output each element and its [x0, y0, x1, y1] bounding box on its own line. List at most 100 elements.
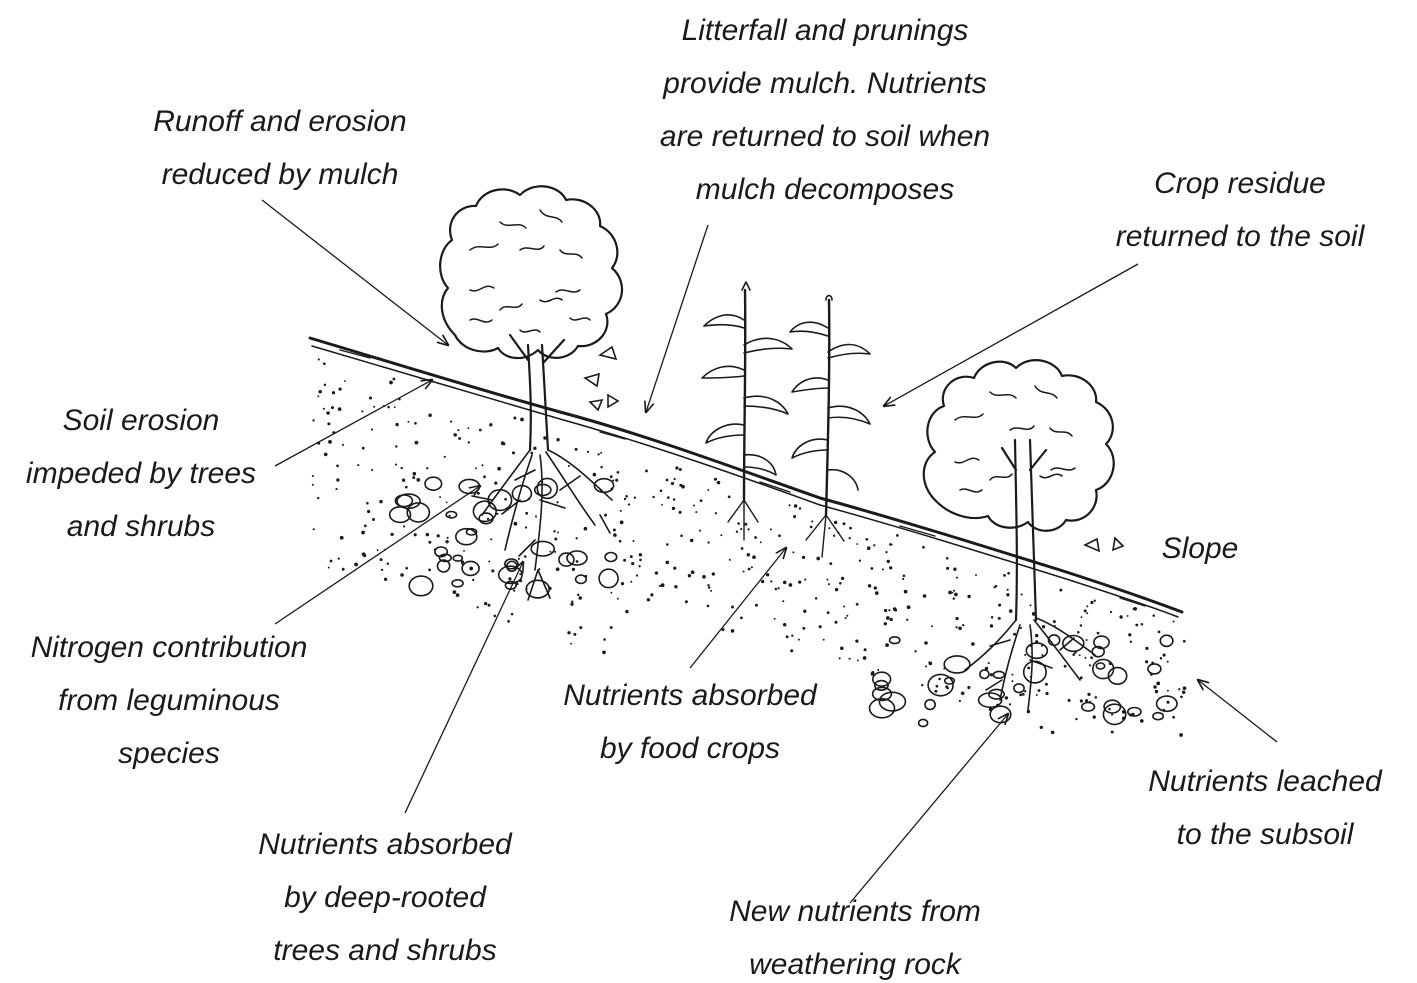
soil-dot: [519, 573, 521, 575]
soil-dot: [584, 527, 588, 531]
arrow-leached: [1198, 680, 1277, 742]
soil-dot: [403, 525, 405, 527]
label-weathering-line: New nutrients from: [690, 885, 1020, 938]
soil-dot: [628, 503, 630, 505]
soil-dot: [1081, 616, 1083, 618]
soil-dot: [849, 527, 852, 530]
soil-dot: [387, 562, 389, 564]
soil-dot: [1007, 589, 1009, 591]
soil-dot: [639, 559, 642, 562]
soil-dot: [479, 429, 482, 432]
soil-dot: [647, 598, 650, 601]
soil-dot: [557, 531, 559, 533]
soil-dot: [1042, 625, 1045, 628]
soil-dot: [630, 581, 632, 583]
rock: [879, 692, 905, 711]
soil-dot: [445, 540, 448, 543]
soil-dot: [456, 593, 460, 597]
soil-dot: [882, 568, 884, 570]
soil-dot: [1086, 639, 1088, 641]
soil-dot: [556, 438, 559, 441]
soil-dot: [666, 543, 669, 546]
soil-dot: [956, 577, 958, 579]
soil-dot: [885, 643, 889, 647]
label-nitrogen-line: species: [0, 727, 338, 780]
soil-dot: [1182, 691, 1186, 695]
soil-dot: [1173, 621, 1175, 623]
soil-dot: [330, 560, 333, 563]
soil-dot: [610, 592, 612, 594]
label-runoff-line: reduced by mulch: [110, 148, 450, 201]
soil-dot: [794, 504, 797, 507]
falling-leaves: [585, 347, 1123, 551]
soil-dot: [625, 495, 628, 498]
soil-dot: [793, 515, 796, 518]
soil-dot: [426, 533, 429, 536]
soil-dot: [934, 690, 937, 693]
soil-dot: [804, 579, 806, 581]
soil-dot: [728, 496, 731, 499]
soil-dot: [856, 543, 858, 545]
soil-dot: [610, 475, 613, 478]
soil-dot: [827, 579, 829, 581]
label-litterfall-line: are returned to soil when: [605, 110, 1045, 163]
rock: [531, 541, 554, 556]
label-nitrogen-line: Nitrogen contribution: [0, 621, 338, 674]
soil-dot: [1086, 605, 1088, 607]
label-deep-rooted-line: Nutrients absorbed: [225, 818, 545, 871]
soil-dot: [1064, 665, 1067, 668]
soil-dot: [778, 587, 780, 589]
soil-dot: [1045, 683, 1048, 686]
soil-dot: [903, 574, 906, 577]
soil-dot: [885, 551, 887, 553]
soil-dot: [661, 583, 665, 587]
soil-dot: [1087, 693, 1090, 696]
label-litterfall-line: Litterfall and prunings: [605, 4, 1045, 57]
label-weathering-line: weathering rock: [690, 938, 1020, 983]
soil-dot: [710, 590, 712, 592]
soil-dot: [998, 604, 1001, 607]
soil-dot: [803, 610, 806, 613]
soil-dot: [494, 615, 497, 618]
soil-dot: [671, 482, 674, 485]
arrow-food-crops: [690, 548, 786, 668]
soil-dot: [667, 496, 670, 499]
label-food-crops: Nutrients absorbed by food crops: [530, 669, 850, 775]
soil-dot: [708, 586, 710, 588]
soil-dot: [312, 419, 314, 421]
label-litterfall-line: provide mulch. Nutrients: [605, 57, 1045, 110]
label-soil-erosion-line: Soil erosion: [0, 394, 282, 447]
rock: [1157, 696, 1177, 711]
soil-dot: [693, 505, 695, 507]
soil-dot: [946, 567, 949, 570]
soil-dot: [890, 618, 893, 621]
soil-dot: [1152, 614, 1155, 617]
soil-dot: [502, 442, 505, 445]
soil-dot: [576, 560, 579, 563]
soil-dot: [1079, 654, 1081, 656]
soil-dot: [610, 626, 613, 629]
label-deep-rooted: Nutrients absorbed by deep-rooted trees …: [225, 818, 545, 977]
soil-dot: [845, 617, 847, 619]
soil-dot: [843, 522, 846, 525]
soil-dot: [891, 544, 893, 546]
soil-dot: [332, 391, 335, 394]
soil-dot: [1155, 690, 1158, 693]
rock: [919, 719, 928, 726]
soil-dot: [839, 582, 842, 585]
soil-dot: [707, 541, 709, 543]
soil-dot: [428, 541, 431, 544]
soil-dot: [324, 453, 328, 457]
soil-dot: [550, 551, 552, 553]
soil-dot: [924, 641, 928, 645]
soil-dot: [1153, 685, 1156, 688]
soil-dot: [597, 453, 599, 455]
soil-dot: [575, 448, 578, 451]
soil-dot: [839, 657, 841, 659]
soil-dot: [602, 651, 606, 655]
soil-dot: [925, 665, 927, 667]
soil-dot: [447, 537, 449, 539]
soil-dot: [699, 530, 701, 532]
soil-dot: [975, 574, 977, 576]
soil-dot: [437, 534, 440, 537]
